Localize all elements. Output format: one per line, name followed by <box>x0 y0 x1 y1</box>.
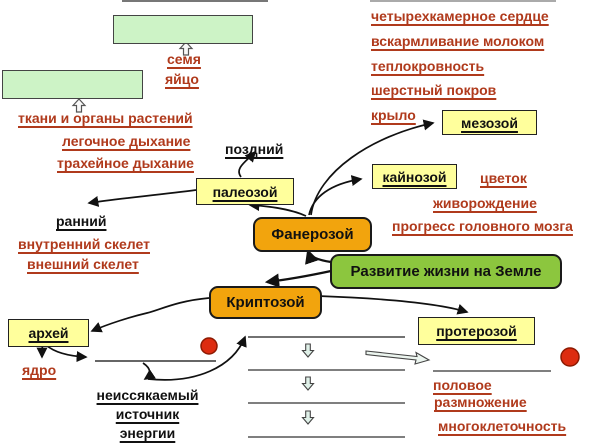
arrow-paleozoic-to-late <box>238 150 257 178</box>
label-nucleus: ядро <box>22 362 57 378</box>
label-plant-tissues: ткани и органы растений <box>18 110 193 126</box>
node-cryptozoic: Криптозой <box>209 286 322 319</box>
node-cenozoic: кайнозой <box>372 164 457 189</box>
node-mesozoic: мезозой <box>442 110 537 135</box>
arrow-title-to-cryptozoic <box>264 269 332 288</box>
up-block-arrow-icon <box>178 41 194 56</box>
label-flower: цветок <box>480 170 527 186</box>
arrow-phanerozoic-to-cenozoic <box>308 175 363 216</box>
feature-wing: крыло <box>371 107 416 124</box>
right-block-arrow-icon <box>365 350 431 365</box>
label-egg: яйцо <box>165 71 199 87</box>
node-paleozoic: палеозой <box>196 178 294 205</box>
label-tracheal-breathing: трахейное дыхание <box>57 155 194 171</box>
feature-fur-cover: шерстный покров <box>371 82 497 99</box>
down-block-arrow-icon <box>301 376 315 391</box>
label-internal-skeleton: внутренний скелет <box>18 236 150 252</box>
label-early-paleozoic: ранний <box>56 213 107 229</box>
node-archean-label: архей <box>28 325 69 341</box>
arrow-paleozoic-to-early <box>87 189 197 207</box>
red-dot-marker <box>200 337 218 355</box>
label-brain-progress: прогресс головного мозга <box>392 218 573 234</box>
diagram-title: Развитие жизни на Земле <box>350 263 542 280</box>
node-archean: архей <box>8 319 89 347</box>
diagram-title-box: Развитие жизни на Земле <box>330 254 562 289</box>
feature-warm-blooded: теплокровность <box>371 57 485 74</box>
arrow-title-to-phanerozoic <box>305 248 332 265</box>
label-sexual-reproduction-line1: половое <box>433 377 492 393</box>
node-mesozoic-label: мезозой <box>461 114 518 131</box>
up-block-arrow-icon <box>71 98 87 113</box>
label-seed: семя <box>167 51 201 67</box>
red-dot-marker <box>560 347 580 367</box>
feature-milk-feeding: вскармливание молоком <box>371 32 545 49</box>
label-energy-source-line3: энергии <box>119 425 176 441</box>
arrow-phanerozoic-to-paleozoic <box>248 200 307 217</box>
label-sexual-reproduction-line2: размножение <box>434 394 527 410</box>
label-energy-source: неиссякаемый источник энергии <box>85 386 210 443</box>
feature-four-chambered-heart: четырехкамерное сердце <box>371 8 549 24</box>
label-lung-breathing: легочное дыхание <box>62 133 191 149</box>
arrow-cryptozoic-to-archean <box>90 297 210 333</box>
label-multicellularity: многоклеточность <box>438 418 567 434</box>
label-energy-source-line1: неиссякаемый <box>96 387 199 403</box>
mammal-bird-feature-list: четырехкамерное сердце вскармливание мол… <box>371 4 549 128</box>
node-cenozoic-label: кайнозой <box>382 168 447 185</box>
node-cryptozoic-label: Криптозой <box>226 294 305 311</box>
node-phanerozoic-label: Фанерозой <box>271 226 354 243</box>
down-block-arrow-icon <box>301 343 315 358</box>
node-proterozoic-label: протерозой <box>436 323 517 339</box>
label-late-paleozoic: поздний <box>225 141 284 157</box>
empty-green-box-top <box>113 15 253 44</box>
node-proterozoic: протерозой <box>418 317 535 345</box>
node-paleozoic-label: палеозой <box>212 183 278 200</box>
empty-green-box-left <box>2 70 143 99</box>
down-block-arrow-icon <box>301 410 315 425</box>
arrow-blank-to-energy-source <box>142 362 156 380</box>
arrow-energy-source-to-timeline <box>147 335 247 381</box>
node-phanerozoic: Фанерозой <box>253 217 372 252</box>
label-energy-source-line2: источник <box>115 406 180 422</box>
arrow-cryptozoic-to-proterozoic <box>317 295 469 315</box>
label-external-skeleton: внешний скелет <box>27 256 139 272</box>
label-live-birth: живорождение <box>433 195 537 211</box>
